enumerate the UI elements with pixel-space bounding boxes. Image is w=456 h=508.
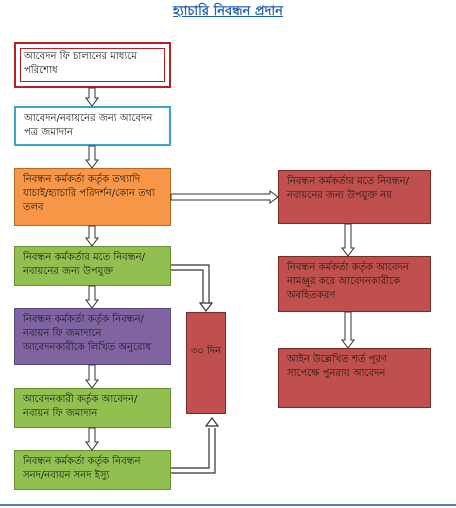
step-verification-label: নিবন্ধন কর্মকর্তা কর্তৃক তথ্যাদি যাচাই/হ…	[23, 174, 156, 213]
arrow-4	[85, 285, 99, 309]
step-application-submit: আবেদন/নবায়নের জন্য আবেদন পত্র জমাদান	[14, 106, 171, 146]
step-certificate-issue: নিবন্ধন কর্মকর্তা কর্তৃক নিবন্ধন সনদ/নবা…	[14, 450, 171, 490]
step-eligible: নিবন্ধন কর্মকর্তার মতে নিবন্ধন/নবায়নের …	[14, 246, 171, 286]
arrow-6	[85, 427, 99, 451]
duration-label: ৩০ দিন	[190, 346, 222, 357]
step-eligible-label: নিবন্ধন কর্মকর্তার মতে নিবন্ধন/নবায়নের …	[23, 252, 145, 277]
reject-not-eligible-label: নিবন্ধন কর্মকর্তার মতে নিবন্ধন/নবায়নের …	[287, 176, 409, 201]
step-fee-request: নিবন্ধন কর্মকর্তা কর্তৃক নিবন্ধন/নবায়ন …	[14, 308, 171, 365]
bottom-divider	[0, 504, 456, 506]
bracket-top-arrowhead	[198, 302, 214, 312]
step-fee-deposit-label: আবেদনকারী কর্তৃক আবেদন/নবায়ন ফি জমাদান	[23, 394, 138, 419]
inner-border	[20, 48, 165, 82]
step-verification: নিবন্ধন কর্মকর্তা কর্তৃক তথ্যাদি যাচাই/হ…	[14, 168, 171, 226]
arrow-to-reject	[170, 190, 279, 204]
step-application-submit-label: আবেদন/নবায়নের জন্য আবেদন পত্র জমাদান	[24, 113, 153, 138]
arrow-1	[85, 87, 99, 107]
arrow-3	[85, 225, 99, 247]
step-fee-payment-label: আবেদন ফি চালানের মাধ্যমে পরিশোধ	[24, 51, 137, 76]
arrow-r2	[341, 311, 355, 349]
reject-notify-label: নিবন্ধন কর্মকর্তা কর্তৃক আবেদন নামঞ্জুর …	[287, 262, 409, 301]
arrow-5	[85, 364, 99, 389]
bracket-bottom	[171, 428, 216, 474]
vertical-arrows	[85, 87, 355, 451]
step-fee-payment: আবেদন ফি চালানের মাধ্যমে পরিশোধ	[14, 42, 171, 88]
reapply: আইন উল্লেখিত শর্ত পূরণ সাপেক্ষে পুনরায় …	[278, 348, 431, 408]
step-fee-request-label: নিবন্ধন কর্মকর্তা কর্তৃক নিবন্ধন/নবায়ন …	[23, 314, 151, 353]
reject-notify: নিবন্ধন কর্মকর্তা কর্তৃক আবেদন নামঞ্জুর …	[278, 256, 431, 312]
bracket-top	[171, 264, 210, 303]
side-brackets	[171, 264, 220, 474]
reapply-label: আইন উল্লেখিত শর্ত পূরণ সাপেক্ষে পুনরায় …	[287, 354, 387, 379]
horizontal-arrow	[170, 190, 279, 204]
arrow-r1	[341, 223, 355, 257]
reject-not-eligible: নিবন্ধন কর্মকর্তার মতে নিবন্ধন/নবায়নের …	[278, 170, 431, 224]
step-certificate-issue-label: নিবন্ধন কর্মকর্তা কর্তৃক নিবন্ধন সনদ/নবা…	[23, 456, 141, 481]
arrow-2	[85, 145, 99, 169]
bracket-bottom-arrowhead	[204, 417, 220, 427]
page-title: হ্যাচারি নিবন্ধন প্রদান	[173, 4, 283, 19]
step-fee-deposit: আবেদনকারী কর্তৃক আবেদন/নবায়ন ফি জমাদান	[14, 388, 171, 428]
duration-box: ৩০ দিন	[186, 312, 226, 414]
